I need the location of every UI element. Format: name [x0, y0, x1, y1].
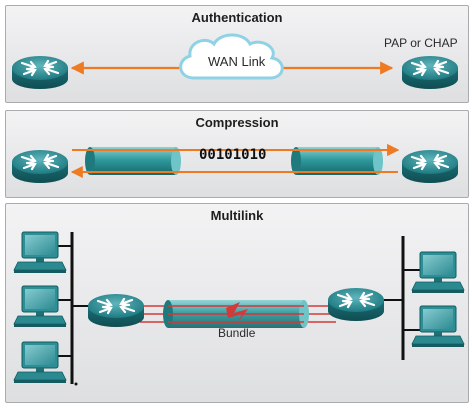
right-switch-bus	[384, 236, 420, 360]
compressed-bits: 00101010	[199, 147, 267, 163]
bundle-tube	[163, 300, 309, 328]
router-icon	[10, 54, 70, 91]
computer-icon	[13, 285, 67, 328]
authentication-title: Authentication	[191, 10, 283, 25]
compression-tube-right	[280, 144, 400, 175]
router-icon	[326, 286, 386, 323]
protocol-label: PAP or CHAP	[384, 36, 458, 50]
router-icon	[86, 292, 146, 329]
cloud-icon	[179, 33, 284, 80]
authentication-panel: Authentication	[5, 5, 469, 103]
router-icon	[400, 148, 460, 185]
router-icon	[10, 148, 70, 185]
multilink-title: Multilink	[210, 208, 264, 223]
computer-icon	[13, 231, 67, 274]
bundle-label: Bundle	[218, 326, 256, 340]
compression-title: Compression	[195, 115, 279, 130]
computer-icon	[13, 341, 67, 384]
router-icon	[400, 54, 460, 91]
wan-link-label: WAN Link	[208, 54, 266, 69]
computer-icon	[411, 251, 465, 294]
compression-tube-left	[72, 147, 190, 175]
left-switch-bus	[56, 232, 92, 386]
computer-icon	[411, 305, 465, 348]
